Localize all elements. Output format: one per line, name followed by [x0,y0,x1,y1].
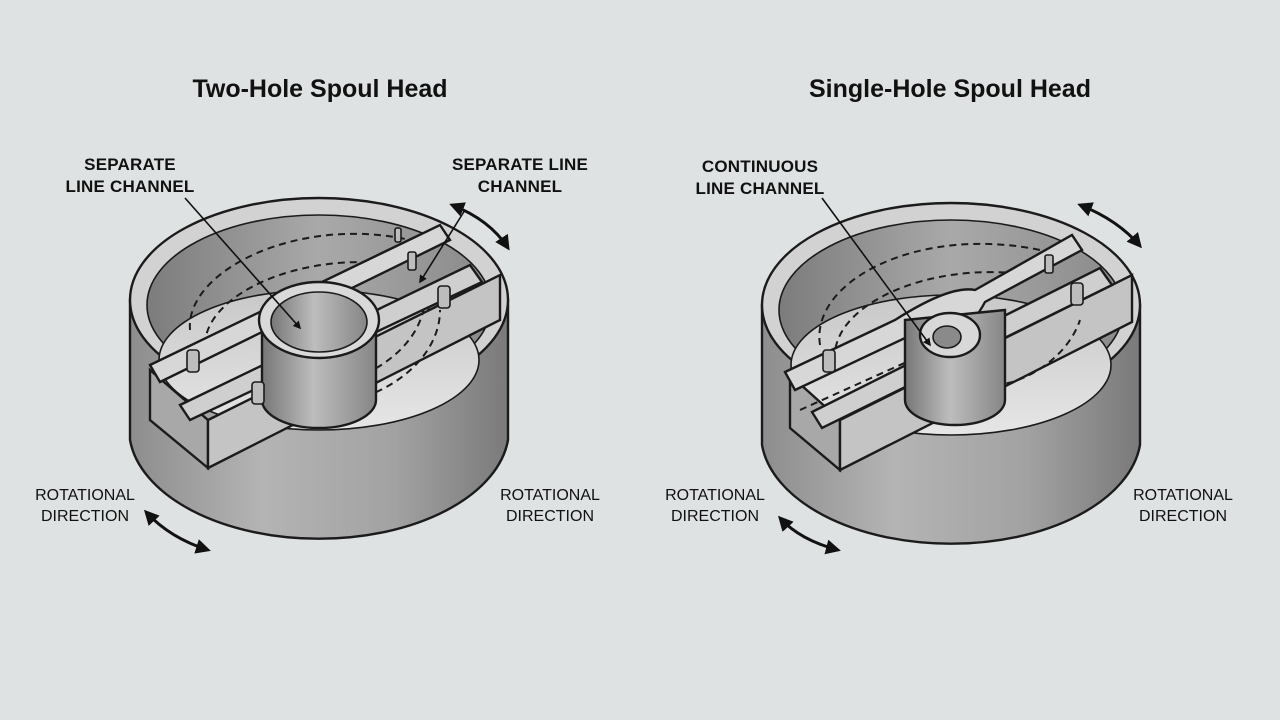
rotation-arrow-icon [777,515,841,555]
single-hole-callout-line2: LINE CHANNEL [696,179,825,198]
two-hole-spool-body [128,196,510,540]
single-hole-title: Single-Hole Spoul Head [809,75,1091,103]
single-hole-callout-line1: CONTINUOUS [702,157,818,176]
single-hole-spool-head: Single-Hole Spoul Head [665,75,1233,555]
callout-leader-arrow-icon [821,197,931,347]
two-hole-rotation-label-right-line2: DIRECTION [506,508,594,525]
single-hole-rotation-label-left-line1: ROTATIONAL [665,487,765,504]
two-hole-spool-head: Two-Hole Spoul Head [35,75,600,554]
two-hole-callout-left-line1: SEPARATE [84,155,176,174]
line-eyelet-icon [186,227,451,405]
rotation-arrow-icon [1077,202,1142,249]
two-hole-callout-left-line2: LINE CHANNEL [66,177,195,196]
rotation-arrow-icon [143,509,211,554]
single-hole-rotation-label-right-line1: ROTATIONAL [1133,487,1233,504]
single-hole-rotation-label-right-line2: DIRECTION [1139,508,1227,525]
two-hole-rotation-label-left-line2: DIRECTION [41,508,129,525]
callout-leader-arrow-icon [184,197,302,330]
two-hole-title: Two-Hole Spoul Head [192,75,447,103]
two-hole-callout-right-line2: CHANNEL [478,177,563,196]
line-eyelet-icon [822,254,1084,373]
rotation-arrow-icon [449,202,510,251]
single-hole-spool-body [760,201,1142,545]
two-hole-callout-right-line1: SEPARATE LINE [452,155,588,174]
two-hole-rotation-label-left-line1: ROTATIONAL [35,487,135,504]
single-hole-rotation-label-left-line2: DIRECTION [671,508,759,525]
two-hole-rotation-label-right-line1: ROTATIONAL [500,487,600,504]
